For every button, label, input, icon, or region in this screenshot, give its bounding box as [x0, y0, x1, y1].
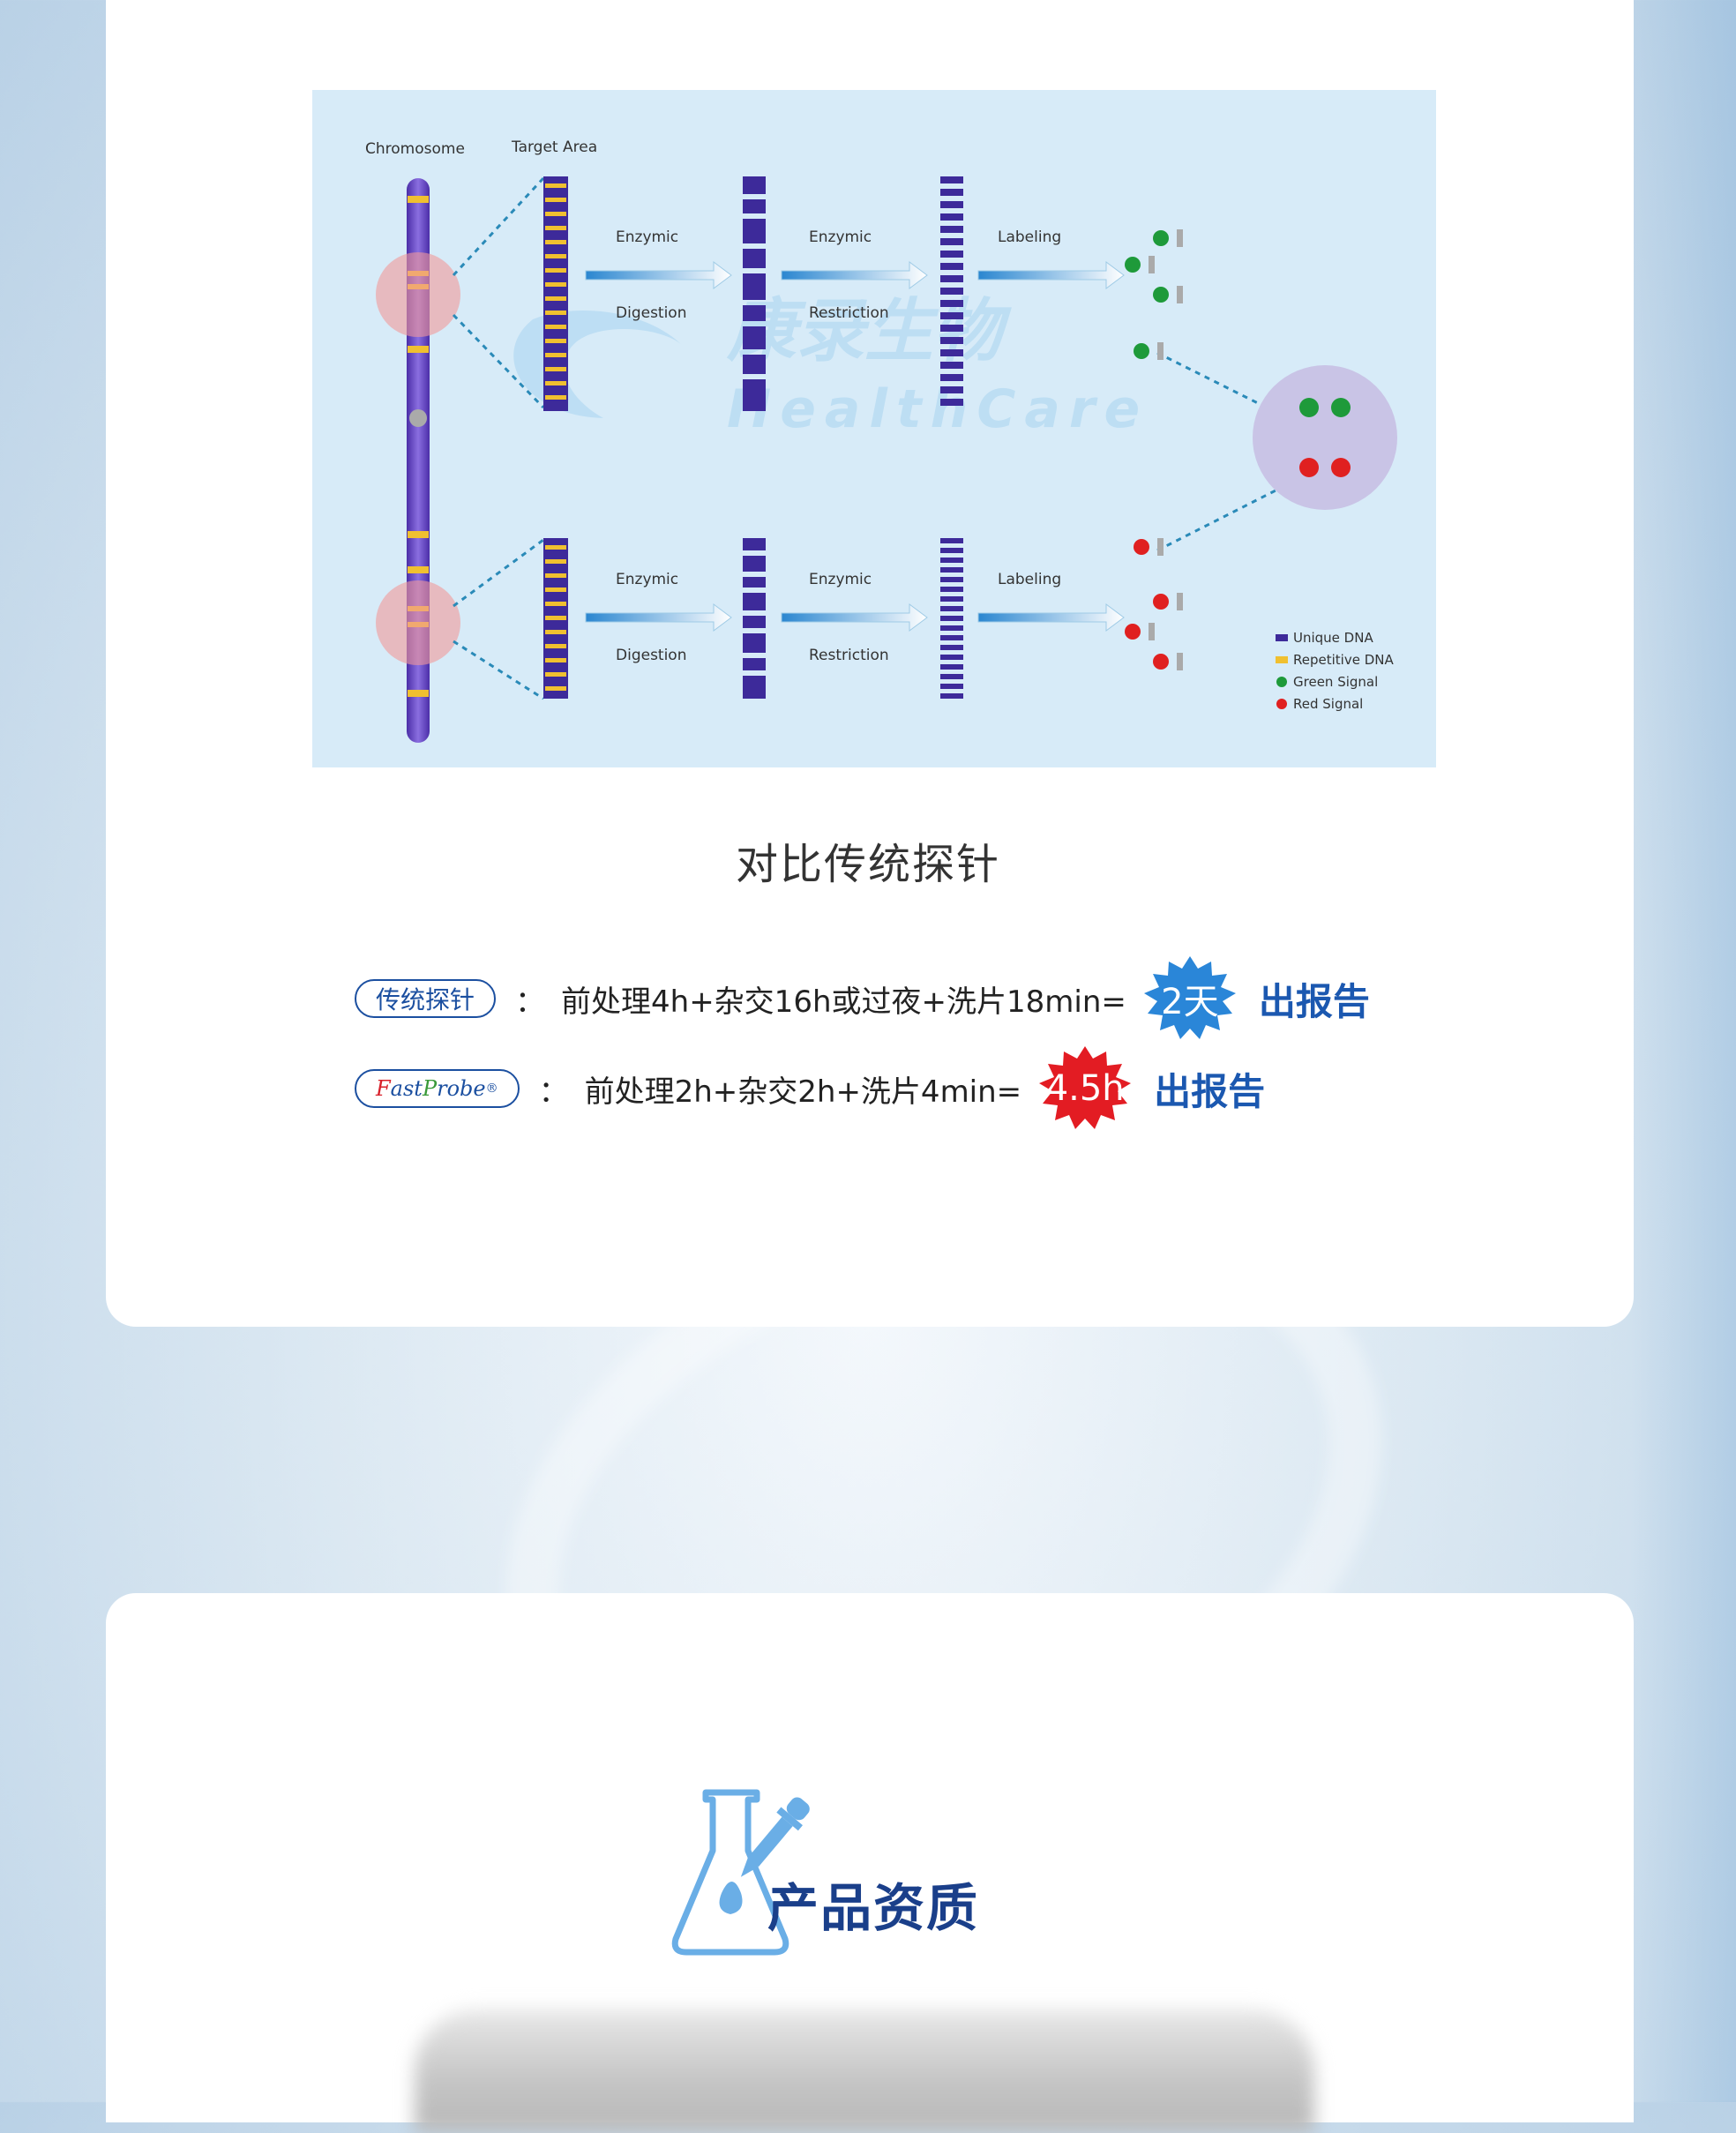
- traditional-time-badge: 2天: [1135, 954, 1245, 1043]
- target-area-top: [543, 176, 568, 411]
- step-restriction-1: Restriction: [809, 304, 889, 322]
- colon-separator: ：: [515, 984, 546, 1020]
- flask-dropper-icon: [671, 1789, 810, 1956]
- qualification-title: 产品资质: [767, 1878, 980, 1938]
- step-labeling-2: Labeling: [998, 571, 1061, 588]
- label-target-area: Target Area: [511, 138, 597, 156]
- target-area-bottom: [543, 538, 568, 699]
- step-enzymic-3: Enzymic: [616, 571, 678, 588]
- fastprobe-ast: ast: [390, 1076, 423, 1101]
- qualification-header: 产品资质: [670, 1789, 1023, 1957]
- traditional-probe-label: 传统探针: [376, 985, 475, 1014]
- label-chromosome: Chromosome: [365, 140, 465, 158]
- traditional-report-label: 出报告: [1258, 979, 1370, 1023]
- digested-strips: [743, 176, 766, 699]
- restricted-strips: [940, 176, 963, 699]
- comparison-title: 对比传统探针: [735, 840, 1000, 889]
- background-gradient: [1630, 0, 1736, 2102]
- traditional-formula: 前处理4h+杂交16h或过夜+洗片18min=: [561, 984, 1126, 1020]
- colon-separator-2: ：: [538, 1074, 569, 1110]
- fastprobe-registered: ®: [485, 1081, 498, 1096]
- process-arrows-top: [585, 261, 1125, 289]
- fastprobe-p: P: [422, 1076, 438, 1101]
- step-enzymic-4: Enzymic: [809, 571, 872, 588]
- traditional-probe-row: 传统探针 ： 前处理4h+杂交16h或过夜+洗片18min= 2天 出报告: [355, 956, 1370, 1039]
- diagram-legend: Unique DNA Repetitive DNA Green Signal R…: [1276, 630, 1394, 712]
- traditional-probe-pill: 传统探针: [355, 979, 497, 1018]
- fish-probe-diagram: 康录生物 HealthCare Chromosome Target Area: [312, 90, 1436, 767]
- step-digestion-2: Digestion: [616, 647, 686, 664]
- watermark-cn: 康录生物: [726, 292, 1012, 371]
- process-arrows-bottom: [585, 603, 1125, 632]
- fastprobe-time-value: 4.5h: [1045, 1068, 1125, 1109]
- legend-green-signal: Green Signal: [1293, 674, 1378, 690]
- legend-red-signal: Red Signal: [1293, 696, 1363, 712]
- watermark-logo-icon: [513, 311, 683, 418]
- step-restriction-2: Restriction: [809, 647, 889, 664]
- red-probes: [1125, 538, 1183, 670]
- certificate-preview: [415, 2010, 1314, 2133]
- step-enzymic-1: Enzymic: [616, 228, 678, 246]
- fastprobe-formula: 前处理2h+杂交2h+洗片4min=: [584, 1074, 1022, 1110]
- chromosome: [376, 178, 460, 743]
- fastprobe-time-badge: 4.5h: [1030, 1044, 1140, 1133]
- step-labeling-1: Labeling: [998, 228, 1061, 246]
- step-enzymic-2: Enzymic: [809, 228, 872, 246]
- fastprobe-report-label: 出报告: [1154, 1069, 1266, 1113]
- traditional-time-value: 2天: [1161, 982, 1219, 1022]
- step-digestion-1: Digestion: [616, 304, 686, 322]
- legend-unique-dna: Unique DNA: [1293, 630, 1373, 646]
- legend-repetitive-dna: Repetitive DNA: [1293, 652, 1394, 668]
- fastprobe-robe: robe: [437, 1076, 486, 1101]
- watermark-en: HealthCare: [727, 378, 1149, 440]
- green-probes: [1125, 229, 1183, 360]
- fastprobe-f: F: [376, 1076, 391, 1101]
- nucleus: [1253, 365, 1397, 510]
